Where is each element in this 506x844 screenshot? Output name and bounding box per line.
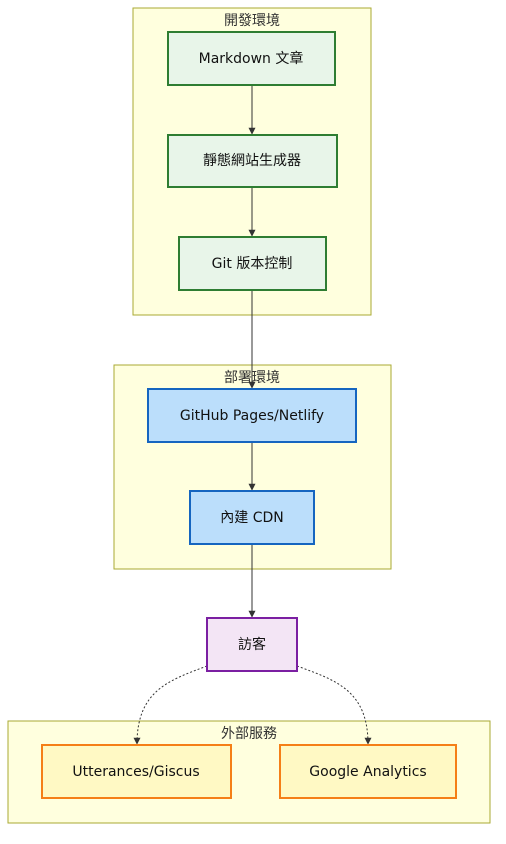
node-pages: GitHub Pages/Netlify: [147, 388, 357, 443]
node-analytics-label: Google Analytics: [309, 764, 426, 780]
node-visitor-label: 訪客: [238, 636, 266, 653]
node-ssg-label: 靜態網站生成器: [203, 153, 301, 169]
node-pages-label: GitHub Pages/Netlify: [180, 408, 324, 424]
node-analytics-box: [279, 744, 457, 799]
node-markdown-box: [167, 31, 336, 86]
edge-visitor-to-analytics: [296, 665, 372, 745]
edges: [133, 85, 372, 745]
node-analytics: Google Analytics: [279, 744, 457, 799]
node-visitor: 訪客: [206, 617, 298, 672]
node-visitor-box: [206, 617, 298, 672]
cluster-external-label: 外部服務: [221, 726, 277, 742]
node-cdn-label: 內建 CDN: [220, 510, 283, 526]
node-cdn-box: [189, 490, 315, 545]
edge-visitor-to-comments: [133, 665, 208, 745]
node-pages-box: [147, 388, 357, 443]
node-comments: Utterances/Giscus: [41, 744, 232, 799]
node-markdown: Markdown 文章: [167, 31, 336, 86]
cluster-dev-label: 開發環境: [224, 13, 280, 29]
node-ssg-box: [167, 134, 338, 188]
node-cdn: 內建 CDN: [189, 490, 315, 545]
node-markdown-label: Markdown 文章: [199, 50, 304, 67]
node-comments-box: [41, 744, 232, 799]
node-ssg: 靜態網站生成器: [167, 134, 338, 188]
node-comments-label: Utterances/Giscus: [72, 764, 199, 780]
node-git: Git 版本控制: [178, 236, 327, 291]
node-git-box: [178, 236, 327, 291]
node-git-label: Git 版本控制: [212, 256, 293, 272]
